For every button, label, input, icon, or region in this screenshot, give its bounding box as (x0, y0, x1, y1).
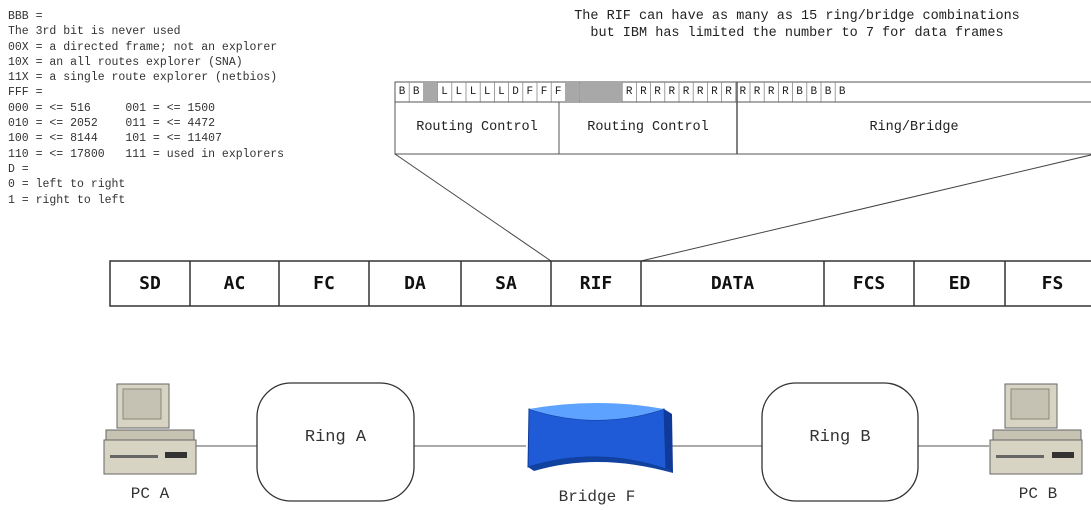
frame-field-rif: RIF (579, 273, 613, 294)
rif-bit: B (398, 86, 406, 98)
note-line-2: but IBM has limited the number to 7 for … (590, 26, 1004, 41)
pc-a-label: PC A (130, 485, 170, 503)
legend-line: 10X = an all routes explorer (SNA) (8, 55, 243, 69)
legend-line: BBB = (8, 10, 43, 23)
legend-line: 110 = <= 17800 111 = used in explorers (8, 147, 285, 161)
ring-b-shape (761, 382, 919, 502)
rif-bit: R (696, 86, 704, 98)
legend-line: 00X = a directed frame; not an explorer (8, 40, 278, 54)
frame-field-sd: SD (139, 273, 161, 294)
rif-bit: R (625, 86, 633, 98)
rif-bit-unused (579, 82, 594, 102)
rif-bit-unused (608, 82, 622, 102)
frame-field-fc: FC (313, 273, 335, 294)
frame-field-ed: ED (948, 273, 971, 294)
rif-bit: R (711, 86, 718, 98)
rif-bit: R (782, 86, 789, 98)
frame-field-data: DATA (710, 273, 755, 294)
legend-line: FFF = (8, 86, 43, 100)
rif-bit-unused (423, 82, 438, 102)
bridge-label: Bridge F (558, 488, 636, 506)
legend-line: 010 = <= 2052 011 = <= 4472 (8, 117, 216, 131)
rif-bit: L (483, 86, 491, 98)
rif-bit: R (753, 86, 761, 98)
legend-line: 0 = left to right (8, 178, 126, 192)
legend-line: 11X = a single route explorer (netbios) (8, 71, 278, 85)
rif-expand-line-right (640, 154, 1091, 262)
rif-note: The RIF can have as many as 15 ring/brid… (507, 8, 1087, 42)
rif-bit: D (512, 86, 519, 98)
ring-a-label: Ring A (304, 428, 367, 447)
rif-bit: F (540, 86, 548, 98)
legend-line: 100 = <= 8144 101 = <= 11407 (8, 132, 222, 146)
frame-field-ac: AC (223, 273, 246, 294)
ring-a-shape (256, 382, 415, 502)
legend-line: D = (8, 162, 29, 176)
rif-bit: R (668, 86, 676, 98)
rif-bit: B (838, 86, 846, 98)
pc-a-icon (103, 383, 197, 475)
rif-bit: B (824, 86, 832, 98)
frame-format-border (109, 260, 1091, 307)
rif-bit: B (810, 86, 818, 98)
rif-bit: F (526, 86, 534, 98)
rif-bit: R (725, 86, 732, 98)
rif-expand-line-left (394, 153, 552, 262)
rif-routing-control-label-1: Routing Control (416, 120, 538, 135)
rif-bit-unused (593, 82, 608, 102)
rif-bit-unused (565, 82, 580, 102)
note-line-1: The RIF can have as many as 15 ring/brid… (574, 9, 1020, 24)
rif-bit: L (469, 86, 477, 98)
frame-field-sa: SA (495, 273, 517, 294)
pc-b-label: PC B (1018, 485, 1058, 503)
rif-bit: B (412, 86, 420, 98)
ring-b-label: Ring B (809, 428, 871, 447)
rif-bit: L (455, 86, 463, 98)
rif-bit: R (640, 86, 647, 98)
rif-routing-control-label-2: Routing Control (587, 120, 709, 135)
frame-field-dividers (189, 261, 1006, 306)
rif-bit: R (654, 86, 661, 98)
legend-line: 1 = right to left (8, 193, 126, 207)
legend-line: 000 = <= 516 001 = <= 1500 (8, 101, 216, 115)
rif-fields-border (394, 101, 1091, 155)
rif-bit: R (767, 86, 775, 98)
legend-line: The 3rd bit is never used (8, 25, 181, 39)
frame-field-fs: FS (1041, 273, 1064, 294)
rif-bit: R (682, 86, 690, 98)
frame-field-da: DA (404, 273, 426, 294)
rif-bit: R (739, 86, 747, 98)
bridge-icon (527, 403, 673, 473)
pc-b-icon (989, 383, 1083, 475)
rif-bit: F (554, 86, 562, 98)
rif-bit: L (441, 86, 448, 98)
rif-bit: L (498, 86, 505, 98)
rif-bit: B (796, 86, 803, 98)
frame-field-fcs: FCS (852, 273, 886, 294)
rif-ring-bridge-label: Ring/Bridge (869, 120, 959, 135)
